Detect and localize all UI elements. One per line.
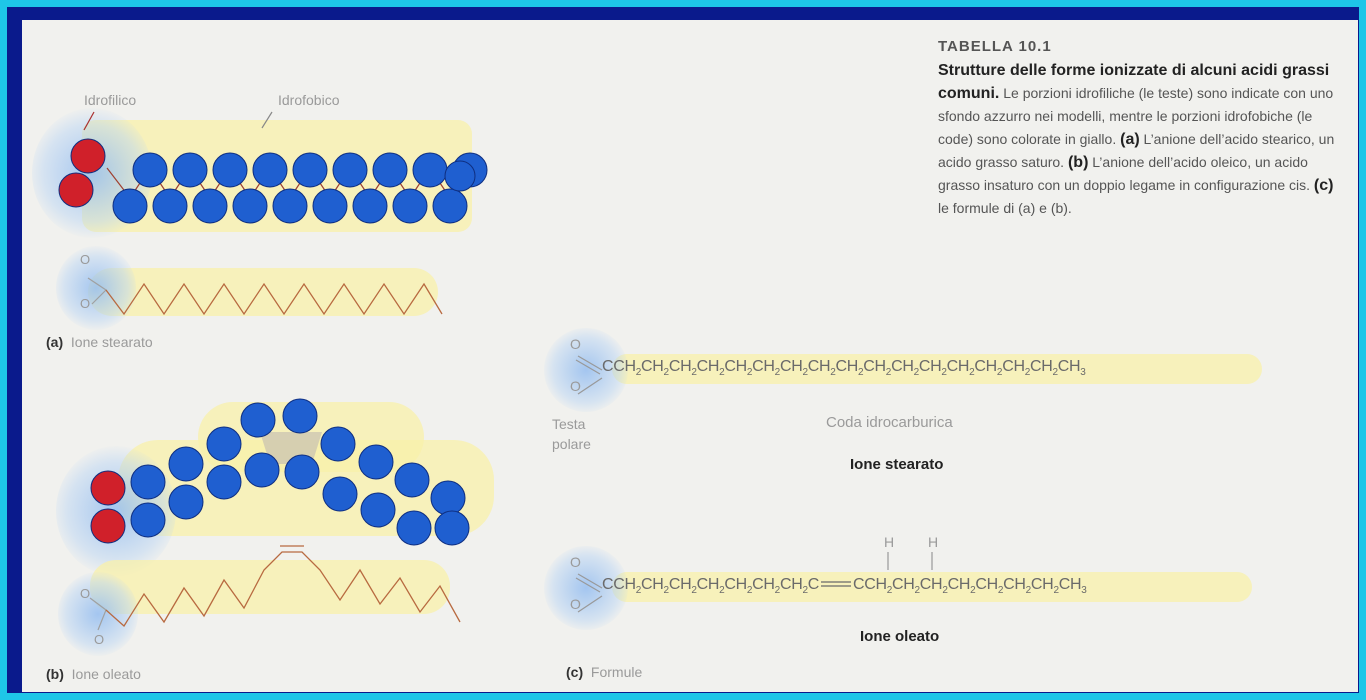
carbon-atom [352, 188, 388, 224]
carbon-atom [358, 444, 394, 480]
oleate-formula-o-top: O [570, 554, 581, 570]
oxygen-atom [70, 138, 106, 174]
carbon-atom [252, 152, 288, 188]
oleate-formula-band [612, 572, 1252, 602]
stearate-carboxyl-bonds [575, 355, 603, 395]
carbon-atom [282, 398, 318, 434]
carbon-atom [240, 402, 276, 438]
oleate-formula-head-glow [544, 546, 628, 630]
caption-text-c: L’anione dell’acido oleico, un acido gra… [938, 154, 1314, 193]
caption-text-a: Le porzioni idrofiliche (le teste) sono … [938, 85, 1334, 147]
oleate-skeletal-band [90, 560, 450, 614]
carbon-atom [312, 188, 348, 224]
carbon-atom [284, 454, 320, 490]
carbon-atom [396, 510, 432, 546]
carbon-atom [244, 452, 280, 488]
panel-b-name: Ione oleato [71, 666, 141, 682]
oleate-formula-right: CCH2CH2CH2CH2CH2CH2CH2CH3 [852, 576, 1087, 597]
oleate-formula-o-bottom: O [570, 596, 581, 612]
carbon-atom [172, 152, 208, 188]
carbon-atom [168, 484, 204, 520]
ione-oleato-heading: Ione oleato [860, 628, 940, 645]
idrofobico-label: Idrofobico [278, 92, 340, 108]
caption-text-d: le formule di (a) e (b). [938, 200, 1072, 216]
stearate-formula-head-glow [544, 328, 628, 412]
hydrogen-right: H [928, 534, 939, 550]
carbon-atom [292, 152, 328, 188]
carbon-atom [168, 446, 204, 482]
hydrogen-left: H [884, 534, 895, 550]
oleate-carboxyl-bonds [575, 573, 603, 613]
panel-a-name: Ione stearato [70, 334, 153, 350]
caption-text-b: L’anione dell’acido stearico, un acido g… [938, 131, 1335, 170]
caption-title: Strutture delle forme ionizzate di alcun… [938, 62, 1330, 102]
stearate-o-top: O [80, 252, 91, 267]
stearate-skeletal-head-glow [56, 246, 136, 330]
carbon-atom [192, 188, 228, 224]
carbon-atom [130, 502, 166, 538]
textbook-scan: TABELLA 10.1 Strutture delle forme ioniz… [22, 20, 1358, 692]
table-header-clip: TABELLA 10.1 [938, 38, 1052, 55]
caption-mark-a: (a) [1120, 131, 1140, 148]
carbon-atom [322, 476, 358, 512]
carbon-atom [112, 188, 148, 224]
carbon-atom [320, 426, 356, 462]
carbon-atom [432, 188, 468, 224]
stearate-formula-band [612, 354, 1262, 384]
stearate-formula-o-top: O [570, 336, 581, 352]
carbon-atom [372, 152, 408, 188]
carbon-atom [232, 188, 268, 224]
testa-polare-label: Testa polare [552, 416, 591, 452]
stearate-skeletal-band [88, 268, 438, 316]
carbon-atom [392, 188, 428, 224]
oleate-formula-left: CCH2CH2CH2CH2CH2CH2CH2C [602, 576, 819, 597]
carbon-atom [130, 464, 166, 500]
carbon-atom [272, 188, 308, 224]
hydrogen-bonds [887, 552, 933, 570]
oxygen-atom [90, 470, 126, 506]
carbon-atom [444, 160, 476, 192]
figure-caption: Strutture delle forme ionizzate di alcun… [938, 60, 1338, 220]
oleate-space-filling-model [90, 398, 470, 546]
carbon-atom [360, 492, 396, 528]
oxygen-atom [90, 508, 126, 544]
carbon-atom [332, 152, 368, 188]
double-bond [819, 576, 853, 594]
stearate-formula-o-bottom: O [570, 378, 581, 394]
stearate-space-filling-model [58, 111, 488, 224]
caption-mark-b: (b) [1067, 154, 1089, 171]
stearate-formula: CCH2CH2CH2CH2CH2CH2CH2CH2CH2CH2CH2CH2CH2… [602, 358, 1086, 379]
panel-c-name: Formule [590, 664, 643, 680]
ione-stearato-heading: Ione stearato [850, 456, 944, 473]
panel-b-label: (b) Ione oleato [46, 666, 141, 682]
panel-a-label: (a) Ione stearato [46, 334, 153, 350]
oleate-o-bottom: O [94, 632, 105, 647]
idrofilico-label: Idrofilico [84, 92, 137, 108]
carbon-atom [206, 464, 242, 500]
carbon-atom [434, 510, 470, 546]
carbon-atom [430, 480, 466, 516]
carbon-atom [212, 152, 248, 188]
oleate-skeletal-head-glow [58, 572, 138, 656]
carbon-atom [132, 152, 168, 188]
carbon-atom [394, 462, 430, 498]
oleate-formula: CCH2CH2CH2CH2CH2CH2CH2C CCH2CH2CH2CH2CH2C… [602, 576, 1087, 597]
stearate-o-bottom: O [80, 296, 91, 311]
panel-c-label: (c) Formule [566, 664, 643, 680]
oxygen-atom [58, 172, 94, 208]
stearate-skeletal-formula [87, 277, 443, 316]
oleate-skeletal-formula [89, 545, 461, 631]
carbon-atom [152, 188, 188, 224]
carbon-atom [206, 426, 242, 462]
coda-idrocarburica-label: Coda idrocarburica [826, 414, 953, 431]
caption-mark-c: (c) [1313, 177, 1334, 194]
oleate-o-top: O [80, 586, 91, 601]
